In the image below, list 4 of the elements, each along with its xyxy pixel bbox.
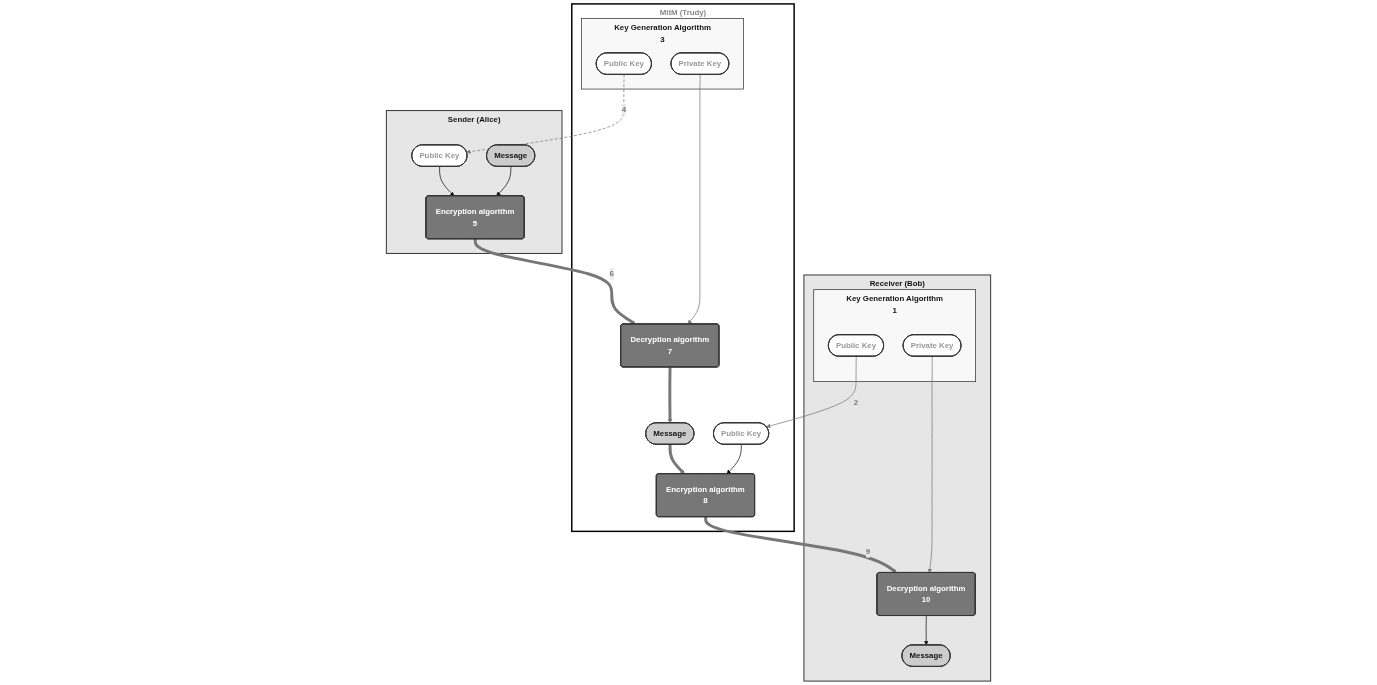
arrow — [473, 239, 636, 325]
arrow — [704, 516, 897, 573]
arrow — [668, 444, 685, 475]
arrow — [667, 367, 673, 424]
